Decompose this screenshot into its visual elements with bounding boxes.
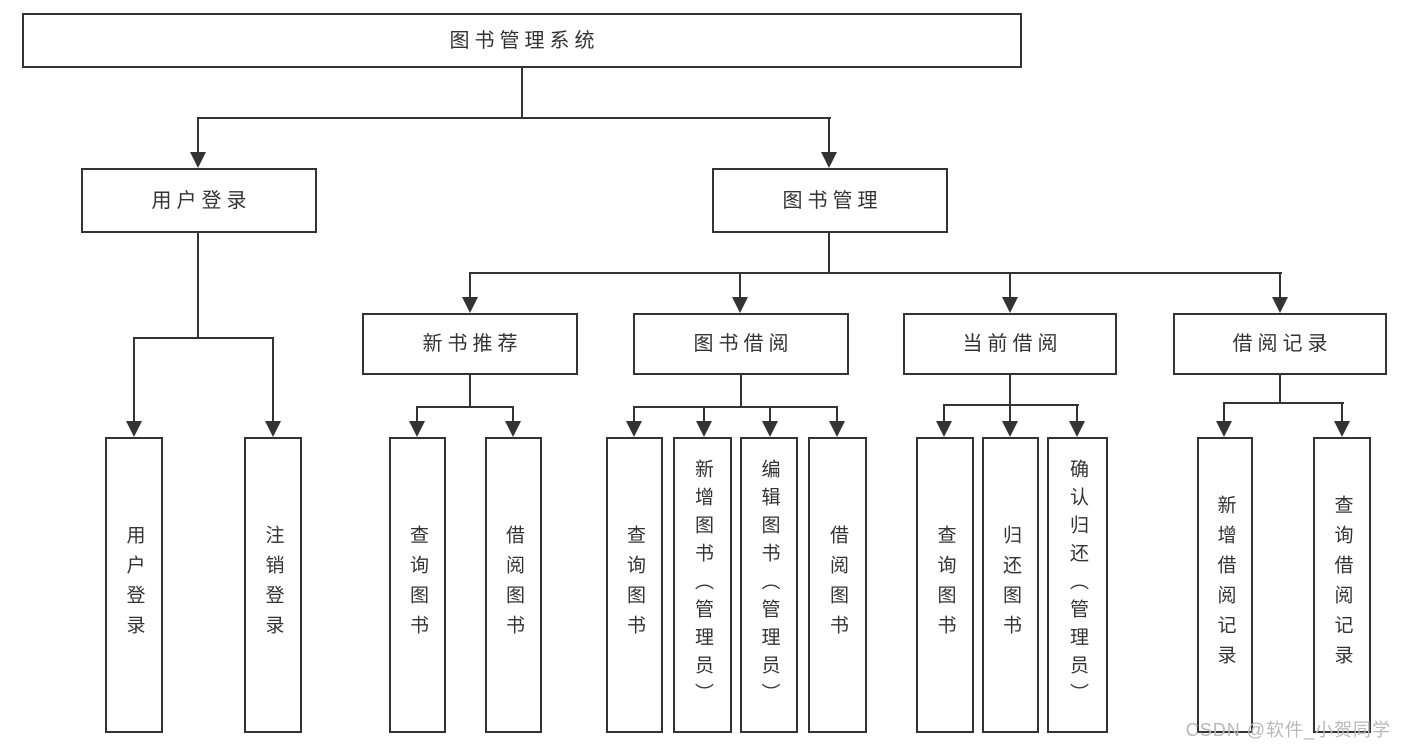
arrowhead-cb-confirm (1069, 421, 1085, 437)
node-user-login: 用户登录 (81, 168, 317, 233)
arrowhead-bb-query (626, 421, 642, 437)
arrowhead-borrowing-records (1272, 297, 1288, 313)
arrowhead-record-add (1216, 421, 1232, 437)
connector-arrow-stem (416, 406, 418, 422)
connector-arrow-stem (633, 406, 635, 422)
connector-bookmgmt-stem (828, 233, 830, 274)
connector-arrow-stem (1009, 404, 1011, 422)
connector-arrow-stem (272, 337, 274, 422)
connector-newbook-stem (469, 374, 471, 408)
leaf-edit-books-admin: 编辑图书（管理员） (740, 437, 798, 733)
connector-arrow-stem (739, 272, 741, 298)
arrowhead-bb-edit (762, 421, 778, 437)
arrowhead-current-borrowing (1002, 297, 1018, 313)
connector-arrow-stem (1223, 402, 1225, 422)
connector-arrow-stem (1009, 272, 1011, 298)
connector-arrow-stem (133, 337, 135, 422)
connector-userlogin-bar (133, 337, 274, 339)
leaf-return-books: 归还图书 (982, 437, 1039, 733)
connector-records-stem (1279, 374, 1281, 404)
arrowhead-book-management (821, 152, 837, 168)
connector-root-stem (521, 68, 523, 119)
watermark: CSDN @软件_小贺同学 (1185, 720, 1391, 740)
connector-userlogin-stem (197, 233, 199, 339)
connector-arrow-stem (469, 272, 471, 298)
connector-arrow-stem (943, 404, 945, 422)
connector-arrow-stem (703, 406, 705, 422)
connector-currentborrow-stem (1009, 374, 1011, 406)
node-current-borrowing: 当前借阅 (903, 313, 1117, 375)
leaf-add-books-admin: 新增图书（管理员） (673, 437, 732, 733)
connector-arrow-stem (512, 406, 514, 422)
arrowhead-newbook-borrow (505, 421, 521, 437)
connector-arrow-stem (197, 117, 199, 153)
connector-level2-bar (197, 117, 831, 119)
node-borrowing-records: 借阅记录 (1173, 313, 1387, 375)
arrowhead-record-query (1334, 421, 1350, 437)
connector-level3-bar (469, 272, 1282, 274)
connector-arrow-stem (828, 117, 830, 153)
arrowhead-leaf-user-login (126, 421, 142, 437)
arrowhead-bb-borrow (829, 421, 845, 437)
connector-arrow-stem (836, 406, 838, 422)
connector-arrow-stem (1076, 404, 1078, 422)
root-node: 图书管理系统 (22, 13, 1022, 68)
connector-currentborrow-bar (943, 404, 1079, 406)
arrowhead-newbook-query (409, 421, 425, 437)
leaf-confirm-return-admin: 确认归还（管理员） (1047, 437, 1108, 733)
leaf-logout: 注销登录 (244, 437, 302, 733)
arrowhead-leaf-logout (265, 421, 281, 437)
node-new-book-recommend: 新书推荐 (362, 313, 578, 375)
arrowhead-user-login (190, 152, 206, 168)
arrowhead-cb-return (1002, 421, 1018, 437)
connector-arrow-stem (1279, 272, 1281, 298)
arrowhead-book-borrowing (732, 297, 748, 313)
leaf-borrow-query-books: 查询图书 (606, 437, 663, 733)
connector-bookborrow-stem (740, 374, 742, 408)
connector-arrow-stem (769, 406, 771, 422)
leaf-newbook-query-books: 查询图书 (389, 437, 446, 733)
leaf-newbook-borrow-books: 借阅图书 (485, 437, 542, 733)
arrowhead-cb-query (936, 421, 952, 437)
leaf-query-borrow-record: 查询借阅记录 (1313, 437, 1371, 733)
connector-arrow-stem (1341, 402, 1343, 422)
leaf-user-login: 用户登录 (105, 437, 163, 733)
leaf-borrow-books: 借阅图书 (808, 437, 867, 733)
arrowhead-new-book-recommend (462, 297, 478, 313)
leaf-current-query-books: 查询图书 (916, 437, 974, 733)
connector-bookborrow-bar (633, 406, 838, 408)
leaf-add-borrow-record: 新增借阅记录 (1197, 437, 1253, 733)
connector-records-bar (1223, 402, 1344, 404)
arrowhead-bb-add (696, 421, 712, 437)
connector-newbook-bar (416, 406, 514, 408)
node-book-borrowing: 图书借阅 (633, 313, 849, 375)
node-book-management: 图书管理 (712, 168, 948, 233)
